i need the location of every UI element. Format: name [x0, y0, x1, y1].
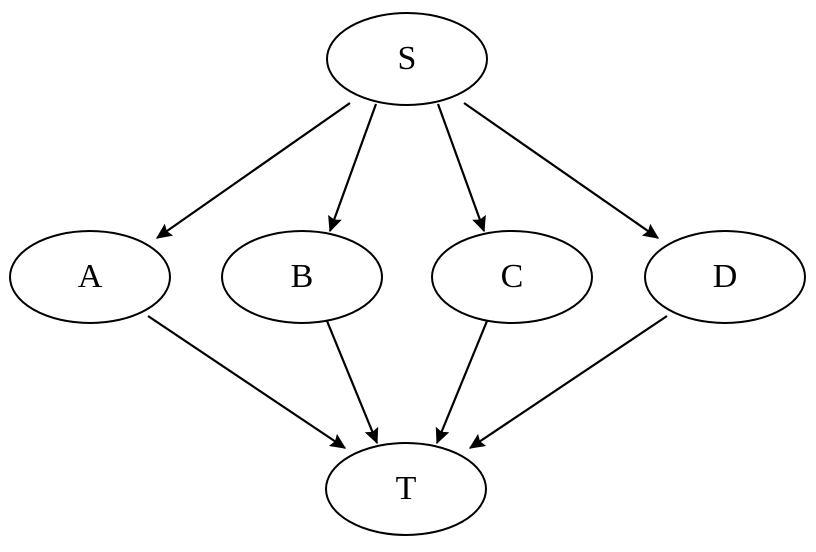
node-c[interactable]: C — [431, 230, 593, 324]
node-a[interactable]: A — [9, 230, 171, 324]
edge-s-b[interactable] — [328, 103, 378, 233]
node-d[interactable]: D — [644, 230, 806, 324]
node-d-label: D — [713, 258, 738, 295]
node-c-ellipse[interactable] — [431, 230, 593, 324]
node-s[interactable]: S — [326, 12, 488, 106]
edge-d-t[interactable] — [468, 315, 668, 449]
node-t[interactable]: T — [325, 442, 487, 536]
node-a-label: A — [78, 258, 103, 295]
node-t-ellipse[interactable] — [325, 442, 487, 536]
node-d-ellipse[interactable] — [644, 230, 806, 324]
edge-group — [147, 102, 668, 449]
node-c-label: C — [501, 258, 524, 295]
edge-b-t[interactable] — [325, 320, 379, 445]
node-group: S A B C D T — [9, 12, 806, 536]
edge-a-t[interactable] — [147, 315, 347, 449]
node-t-label: T — [396, 470, 417, 507]
node-a-ellipse[interactable] — [9, 230, 171, 324]
edge-c-t[interactable] — [435, 320, 489, 445]
node-s-label: S — [398, 40, 417, 77]
node-s-ellipse[interactable] — [326, 12, 488, 106]
node-b[interactable]: B — [221, 230, 383, 324]
edge-s-c[interactable] — [436, 103, 486, 233]
node-b-ellipse[interactable] — [221, 230, 383, 324]
edge-s-a[interactable] — [155, 102, 351, 239]
node-b-label: B — [291, 258, 314, 295]
edge-s-d[interactable] — [463, 102, 660, 239]
